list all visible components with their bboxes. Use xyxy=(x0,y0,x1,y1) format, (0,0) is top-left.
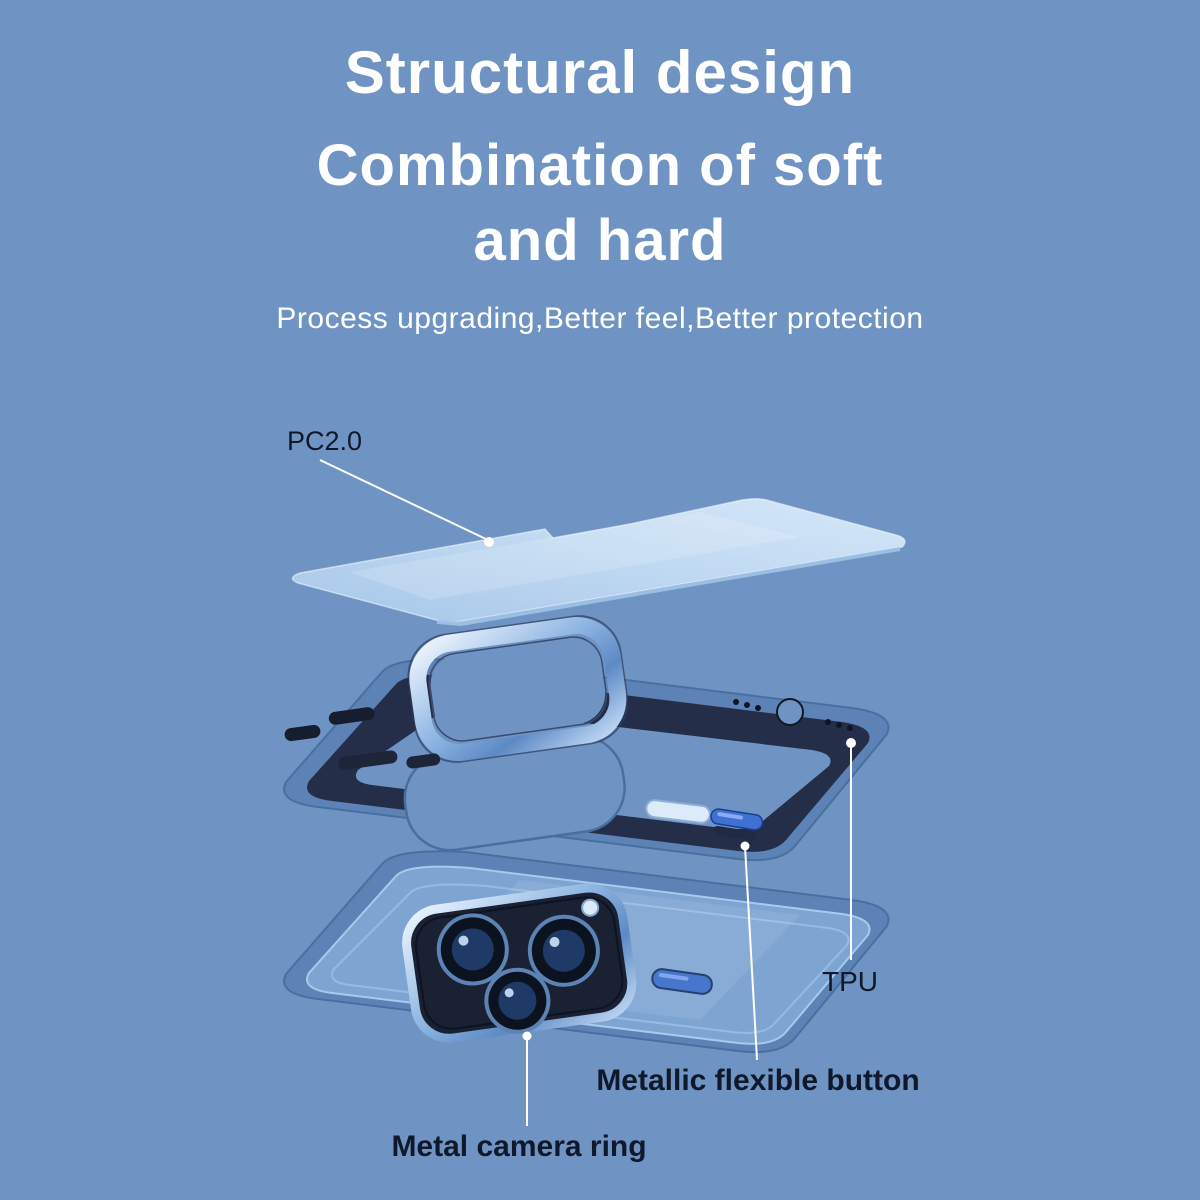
leader-lines xyxy=(319,459,856,1126)
label-tpu-layer: TPU xyxy=(822,966,878,997)
camera-flash xyxy=(581,898,600,917)
camera-lens-3 xyxy=(484,967,551,1034)
side-button-pills xyxy=(284,707,375,742)
leader-line-flexible-button xyxy=(744,845,758,1061)
pc-plate-edge xyxy=(436,547,901,627)
bumper-button-slots xyxy=(337,750,441,770)
label-camera-ring: Metal camera ring xyxy=(391,1130,647,1163)
flash-hole xyxy=(776,698,804,726)
page-title: Structural design xyxy=(344,39,856,106)
page-subtitle: Combination of soft and hard xyxy=(316,133,884,274)
pc-plate-surface xyxy=(291,497,906,624)
speaker-dot-cluster-left xyxy=(733,699,761,711)
case-side-button xyxy=(651,968,713,995)
speaker-dot-cluster-right xyxy=(825,719,853,731)
anchor-dot-pc xyxy=(484,537,494,547)
camera-lens-1 xyxy=(436,913,509,986)
label-flexible-button: Metallic flexible button xyxy=(596,1064,920,1097)
pc-plate-sheen xyxy=(350,512,800,600)
anchor-dot-camera-ring xyxy=(522,1031,532,1041)
assembled-case-layer xyxy=(283,850,890,1054)
camera-module xyxy=(402,883,637,1043)
frame-button-slot xyxy=(645,799,711,824)
page-tagline: Process upgrading,Better feel,Better pro… xyxy=(276,302,924,335)
label-pc-layer: PC2.0 xyxy=(287,426,363,456)
camera-lens-2 xyxy=(527,914,600,987)
anchor-dot-tpu xyxy=(846,738,856,748)
leader-line-pc xyxy=(319,459,489,541)
flexible-button xyxy=(710,808,764,841)
metal-camera-ring xyxy=(407,615,629,763)
pc-backplate-layer xyxy=(291,497,906,627)
anchor-dot-flexible-button xyxy=(740,841,750,851)
tpu-frame-layer xyxy=(283,615,890,862)
